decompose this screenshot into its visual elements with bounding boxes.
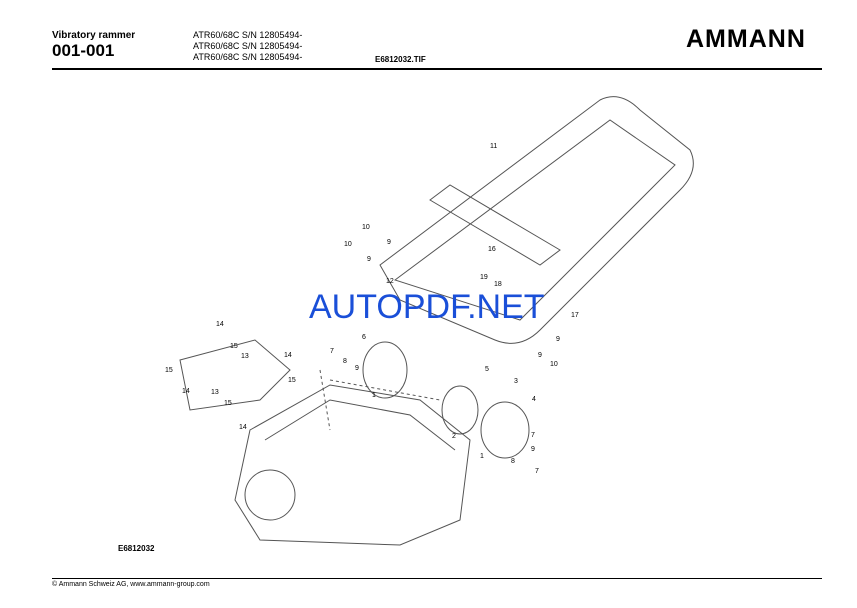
rubber-buffer <box>480 401 530 459</box>
callout: 15 <box>165 367 173 374</box>
callout: 19 <box>480 274 488 281</box>
callout: 8 <box>511 458 515 465</box>
callout: 1 <box>480 453 484 460</box>
handle-frame <box>379 96 694 344</box>
callout: 11 <box>490 143 498 150</box>
callout: 9 <box>556 336 560 343</box>
page-number: 001-001 <box>52 41 115 60</box>
callout: 2 <box>452 433 456 440</box>
serial-line: ATR60/68C S/N 12805494- <box>193 52 303 62</box>
callout: 9 <box>531 446 535 453</box>
callout: 10 <box>362 224 370 231</box>
callout: 12 <box>386 278 394 285</box>
callout: 7 <box>531 432 535 439</box>
callout: 10 <box>550 361 558 368</box>
mounting-plate <box>441 385 479 435</box>
header-divider <box>52 68 822 70</box>
callout: 9 <box>387 239 391 246</box>
serial-line: ATR60/68C S/N 12805494- <box>193 30 303 40</box>
callout: 14 <box>239 424 247 431</box>
doc-title: Vibratory rammer <box>52 30 136 41</box>
serial-line: ATR60/68C S/N 12805494- <box>193 41 303 51</box>
callout: 7 <box>535 468 539 475</box>
callout: 8 <box>343 358 347 365</box>
image-file-name: E6812032.TIF <box>375 55 426 64</box>
callout: 15 <box>224 400 232 407</box>
drawing-id: E6812032 <box>118 544 155 553</box>
callout: 13 <box>211 389 219 396</box>
callout: 17 <box>571 312 579 319</box>
callout: 16 <box>488 246 496 253</box>
callout: 10 <box>344 241 352 248</box>
callout: 18 <box>494 281 502 288</box>
callout: 15 <box>230 343 238 350</box>
callout: 1 <box>372 392 376 399</box>
callout: 14 <box>182 388 190 395</box>
callout: 5 <box>485 366 489 373</box>
watermark: AUTOPDF.NET <box>309 288 545 326</box>
assembly-guide-lines <box>319 369 441 431</box>
callout: 9 <box>367 256 371 263</box>
callout: 3 <box>514 378 518 385</box>
callout: 9 <box>355 365 359 372</box>
callout: 15 <box>288 377 296 384</box>
callout: 4 <box>532 396 536 403</box>
copyright: © Ammann Schweiz AG, www.ammann-group.co… <box>52 581 210 588</box>
callout: 13 <box>241 353 249 360</box>
callout: 14 <box>284 352 292 359</box>
footer-divider <box>52 578 822 579</box>
callout: 9 <box>538 352 542 359</box>
ammann-logo: AMMANN <box>686 25 806 53</box>
recoil-starter <box>244 469 296 521</box>
callout: 7 <box>330 348 334 355</box>
callout: 6 <box>362 334 366 341</box>
rubber-buffer <box>362 341 408 399</box>
engine-housing <box>234 384 471 546</box>
bracket-assembly <box>179 339 291 411</box>
handle-grip <box>429 184 561 266</box>
callout: 14 <box>216 321 224 328</box>
